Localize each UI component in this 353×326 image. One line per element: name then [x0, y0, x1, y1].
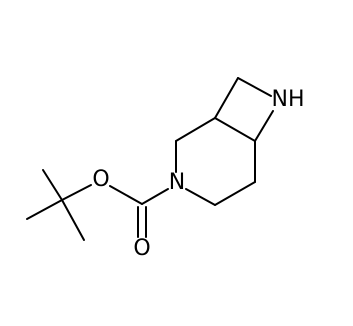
- atom-label-ester-oxygen: O: [92, 167, 109, 192]
- atom-label-amine-nh: NH: [272, 87, 305, 112]
- bond-tbu-methyl-bottom: [61, 199, 85, 241]
- bond-c5-to-c6: [214, 181, 256, 206]
- bond-c6-to-n: [185, 188, 216, 206]
- atom-label-carbonyl-oxygen: O: [133, 236, 150, 261]
- bond-oxygen-to-carbonyl: [109, 185, 143, 205]
- bond-nh-to-c4: [254, 110, 274, 142]
- bond-c2-to-c3: [175, 117, 216, 142]
- atom-label-carbamate-nitrogen: N: [169, 170, 185, 195]
- bond-tbu-methyl-left: [26, 199, 63, 220]
- bond-carbonyl-to-nitrogen: [141, 188, 169, 205]
- bond-ch2-to-nh: [237, 77, 272, 97]
- bond-tbu-methyl-top: [42, 169, 63, 201]
- bond-c3-to-c4: [214, 117, 256, 142]
- bond-c3-to-ch2: [214, 77, 239, 119]
- bond-tbu-to-oxygen: [61, 184, 92, 201]
